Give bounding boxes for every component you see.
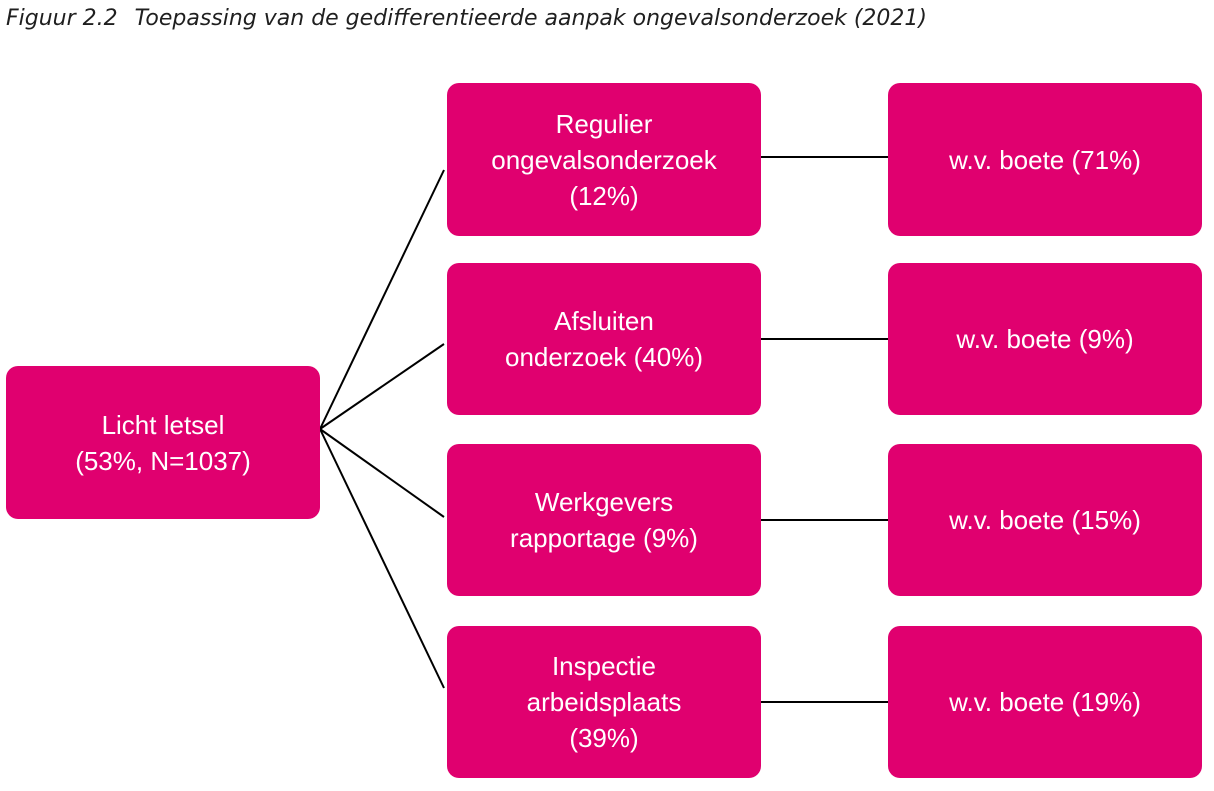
connector-root-to-branch-3	[319, 428, 445, 518]
connector-root-to-branch-2	[319, 343, 445, 430]
figure-title: Toepassing van de gedifferentieerde aanp…	[134, 6, 927, 31]
branch-4-line-2: arbeidsplaats	[526, 687, 682, 717]
result-node-fine-3: w.v. boete (15%)	[888, 444, 1202, 596]
result-node-fine-4: w.v. boete (19%)	[888, 626, 1202, 778]
result-1-label: w.v. boete (71%)	[949, 144, 1141, 175]
result-node-fine-1: w.v. boete (71%)	[888, 83, 1202, 236]
connector-root-to-branch-1	[319, 169, 445, 430]
connector-root-to-branch-4	[319, 428, 445, 689]
result-2-label: w.v. boete (9%)	[956, 324, 1134, 354]
branch-node-close-investigation: Afsluiten onderzoek (40%)	[447, 263, 761, 415]
branch-3-line-1: Werkgevers	[534, 487, 674, 517]
figure-number: Figuur 2.2	[6, 6, 118, 31]
branch-4-line-1: Inspectie	[551, 651, 657, 681]
branch-node-workplace-inspection: Inspectie arbeidsplaats (39%)	[447, 626, 761, 778]
result-3-label: w.v. boete (15%)	[949, 505, 1141, 535]
branch-2-line-1: Afsluiten	[554, 306, 654, 336]
branch-node-regular-investigation: Regulier ongevalsonderzoek (12%)	[447, 83, 761, 236]
branch-node-employer-report: Werkgevers rapportage (9%)	[447, 444, 761, 596]
root-node-light-injury: Licht letsel (53%, N=1037)	[6, 366, 320, 519]
branch-2-line-2: onderzoek (40%)	[505, 342, 703, 372]
branch-1-line-3: (12%)	[569, 180, 639, 211]
branch-3-line-2: rapportage (9%)	[510, 523, 698, 553]
result-4-label: w.v. boete (19%)	[949, 687, 1141, 717]
branch-1-line-1: Regulier	[555, 108, 653, 139]
branch-1-line-2: ongevalsonderzoek	[491, 144, 717, 175]
result-node-fine-2: w.v. boete (9%)	[888, 263, 1202, 415]
figure-caption: Figuur 2.2 Toepassing van de gedifferent…	[6, 6, 927, 31]
root-line-2: (53%, N=1037)	[75, 445, 251, 476]
root-line-1: Licht letsel	[101, 409, 225, 440]
branch-4-line-3: (39%)	[569, 723, 639, 753]
